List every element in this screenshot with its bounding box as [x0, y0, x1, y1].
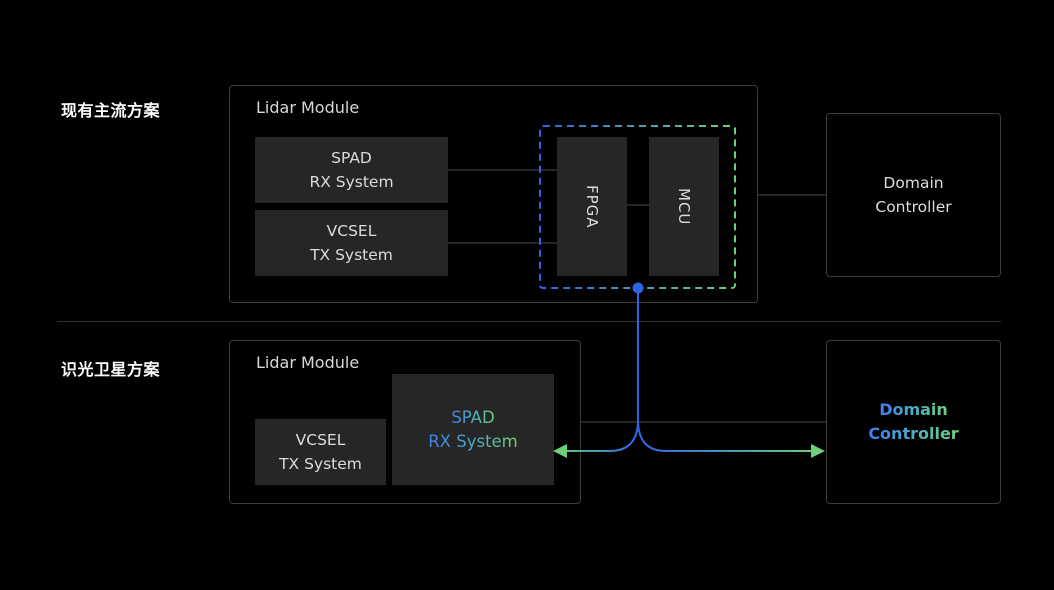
- mcu-block: MCU: [649, 137, 719, 276]
- vcsel-tx-block-proposed: VCSEL TX System: [255, 419, 386, 485]
- processing-dashed-box: [539, 125, 736, 289]
- vcsel-tx-line2: TX System: [310, 246, 393, 264]
- domain-controller-line1: Domain: [879, 398, 948, 422]
- fpga-block: FPGA: [557, 137, 627, 276]
- section-label-proposed: 识光卫星方案: [61, 360, 161, 379]
- spad-rx-line1: SPAD: [451, 406, 494, 430]
- domain-controller-line1: Domain: [883, 174, 944, 192]
- spad-rx-line1: SPAD: [331, 149, 372, 167]
- connector-dot: [632, 282, 644, 294]
- arrow-left-head: [553, 444, 567, 458]
- connector-right-curve: [637, 419, 812, 452]
- spad-rx-line2: RX System: [309, 173, 394, 191]
- vcsel-tx-block-current: VCSEL TX System: [255, 210, 448, 276]
- lidar-module-title-current: Lidar Module: [256, 98, 360, 117]
- spad-rx-block-proposed: SPAD RX System: [392, 374, 554, 485]
- arrow-right-head: [811, 444, 825, 458]
- section-divider: [57, 321, 1001, 322]
- domain-controller-current: Domain Controller: [826, 113, 1001, 277]
- vcsel-tx-line1: VCSEL: [295, 431, 346, 449]
- domain-controller-line2: Controller: [868, 422, 958, 446]
- domain-controller-line2: Controller: [875, 198, 952, 216]
- section-label-current: 现有主流方案: [61, 101, 161, 120]
- vcsel-tx-line1: VCSEL: [326, 222, 377, 240]
- fpga-label: FPGA: [583, 184, 601, 229]
- lidar-module-title-proposed: Lidar Module: [256, 353, 360, 372]
- mcu-label: MCU: [675, 187, 693, 226]
- vcsel-tx-line2: TX System: [279, 455, 362, 473]
- domain-controller-proposed: Domain Controller: [826, 340, 1001, 504]
- spad-rx-block-current: SPAD RX System: [255, 137, 448, 203]
- spad-rx-line2: RX System: [428, 430, 518, 454]
- connector-left-curve: [564, 419, 639, 452]
